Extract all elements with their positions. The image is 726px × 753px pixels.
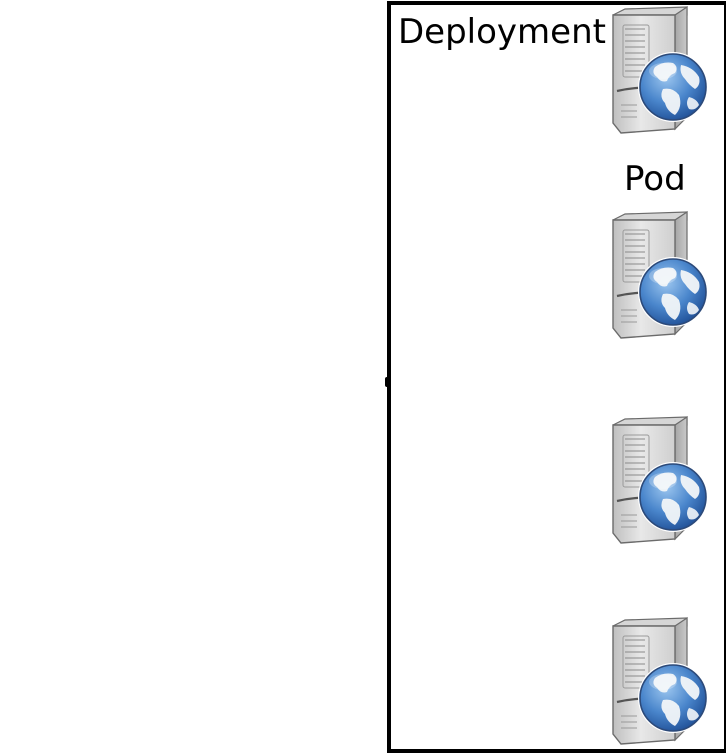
pod-label: Pod bbox=[624, 159, 686, 199]
pod-server-icon bbox=[603, 415, 713, 545]
pod-server-icon bbox=[603, 210, 713, 340]
boundary-connector bbox=[385, 377, 390, 387]
deployment-label: Deployment bbox=[398, 12, 606, 52]
pod-server-icon bbox=[603, 5, 713, 135]
pod-server-icon bbox=[603, 616, 713, 746]
